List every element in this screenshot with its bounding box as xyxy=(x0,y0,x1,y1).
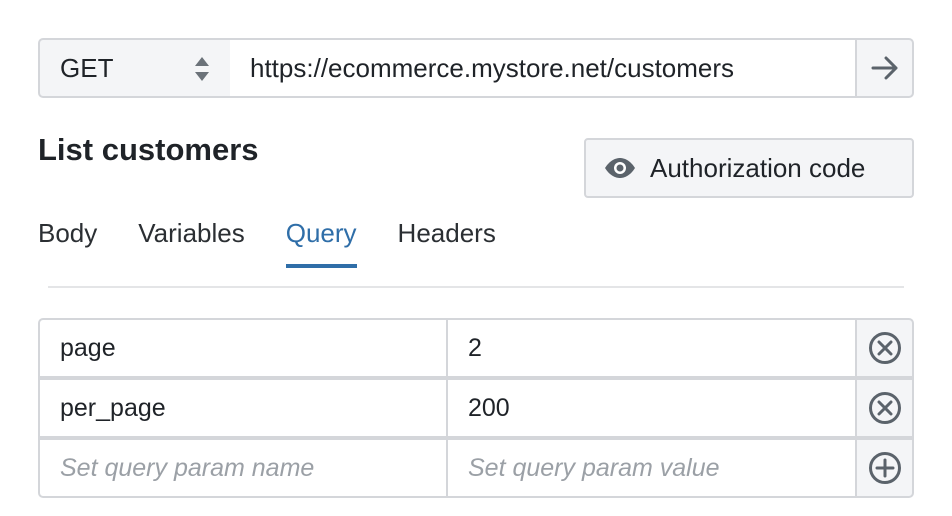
sort-updown-icon xyxy=(195,57,209,81)
page-title: List customers xyxy=(38,132,259,167)
param-value: 2 xyxy=(468,333,482,362)
new-param-name-input[interactable]: Set query param name xyxy=(38,438,448,498)
eye-icon xyxy=(605,158,635,178)
authorization-button[interactable]: Authorization code xyxy=(584,138,914,198)
param-name: page xyxy=(60,333,116,362)
remove-circle-icon xyxy=(868,332,901,364)
url-input[interactable]: https://ecommerce.mystore.net/customers xyxy=(230,38,857,98)
param-name-field[interactable]: page xyxy=(38,318,448,378)
param-value-field[interactable]: 200 xyxy=(446,378,857,438)
remove-param-button[interactable] xyxy=(855,318,914,378)
method-label: GET xyxy=(60,52,114,83)
method-select[interactable]: GET xyxy=(38,38,232,98)
param-name: per_page xyxy=(60,393,166,422)
divider xyxy=(48,286,904,288)
tab-query[interactable]: Query xyxy=(285,218,357,268)
new-param-value-placeholder: Set query param value xyxy=(468,453,720,482)
param-name-field[interactable]: per_page xyxy=(38,378,448,438)
tab-bar: Body Variables Query Headers xyxy=(38,218,537,268)
tab-body[interactable]: Body xyxy=(38,218,98,248)
param-value-field[interactable]: 2 xyxy=(446,318,857,378)
tab-headers[interactable]: Headers xyxy=(397,218,496,248)
send-button[interactable] xyxy=(855,38,914,98)
remove-param-button[interactable] xyxy=(855,378,914,438)
add-circle-icon xyxy=(868,452,901,484)
new-param-value-input[interactable]: Set query param value xyxy=(446,438,857,498)
new-param-name-placeholder: Set query param name xyxy=(60,453,315,482)
arrow-right-icon xyxy=(871,56,897,80)
url-text: https://ecommerce.mystore.net/customers xyxy=(250,52,735,83)
param-value: 200 xyxy=(468,393,510,422)
tab-variables[interactable]: Variables xyxy=(138,218,245,248)
authorization-label: Authorization code xyxy=(650,152,866,183)
add-param-button[interactable] xyxy=(855,438,914,498)
remove-circle-icon xyxy=(868,392,901,424)
